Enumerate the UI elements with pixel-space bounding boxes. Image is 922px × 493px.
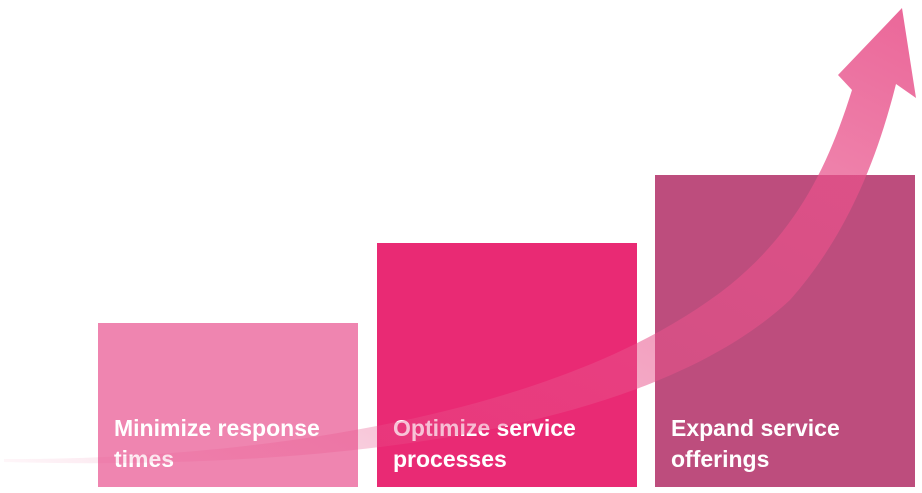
step-label: Minimize response times: [114, 415, 320, 472]
step-label: Expand service offerings: [671, 415, 840, 472]
step-box-expand-service-offerings: Expand service offerings: [655, 175, 915, 487]
step-box-optimize-service-processes: Optimize service processes: [377, 243, 637, 487]
step-label: Optimize service processes: [393, 415, 576, 472]
step-box-minimize-response-times: Minimize response times: [98, 323, 358, 487]
